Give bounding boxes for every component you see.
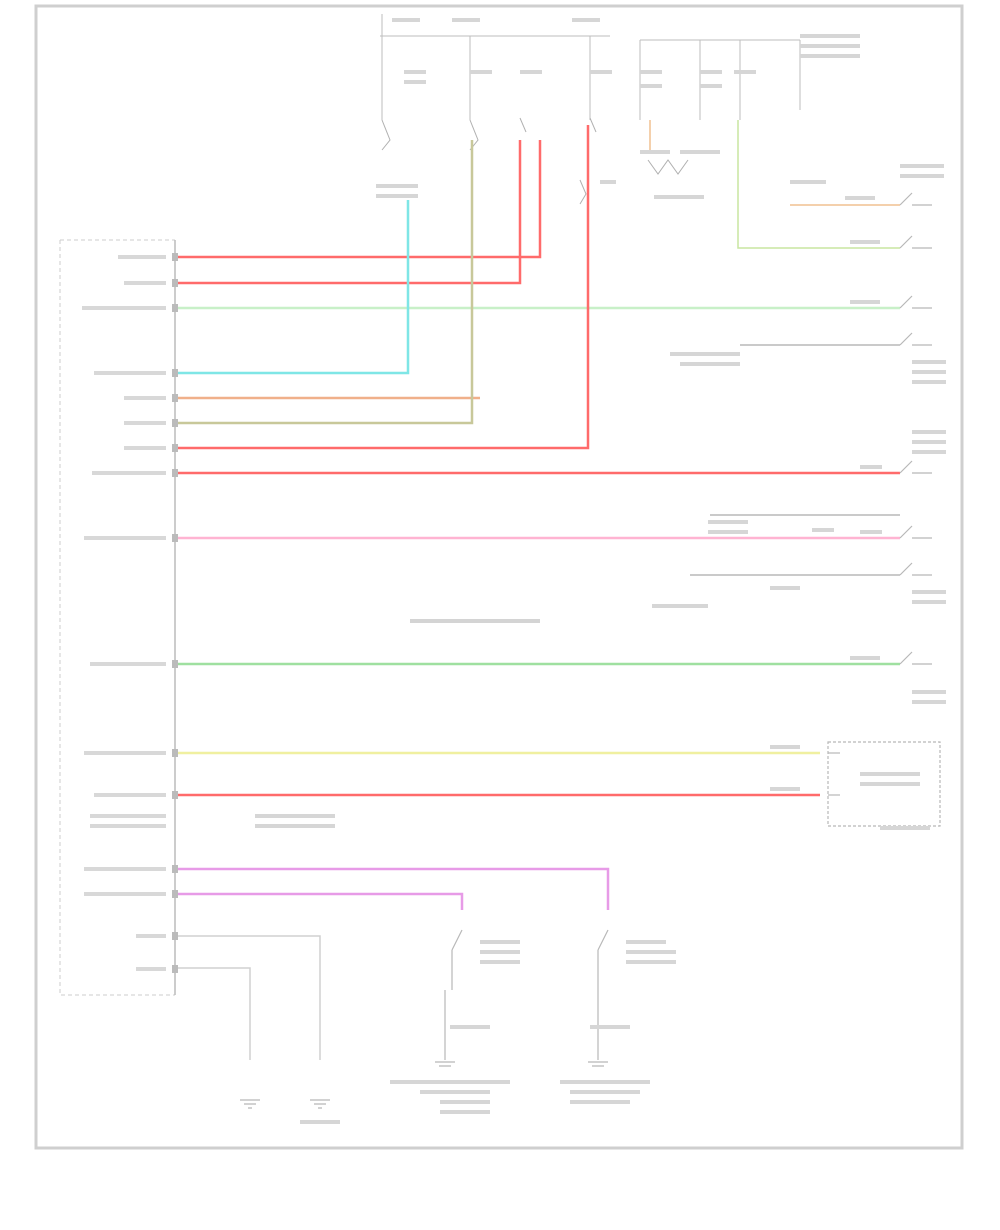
top-fuse-block xyxy=(380,14,801,120)
switch-icon xyxy=(899,562,932,576)
ground-icon xyxy=(435,1061,455,1067)
fuse-icon xyxy=(579,179,587,205)
right-component-labels xyxy=(652,164,946,830)
fuse-icon xyxy=(519,117,527,133)
fuse-icon xyxy=(589,117,597,133)
top-fuse-labels xyxy=(376,18,860,199)
left-pins xyxy=(172,253,178,973)
switch-icon xyxy=(899,651,932,665)
switch-icon xyxy=(597,929,609,990)
switch-icon xyxy=(899,235,932,249)
switch-icon xyxy=(899,192,932,206)
fuse-icon xyxy=(381,119,391,151)
lower-labels xyxy=(255,814,676,1124)
switch-icon xyxy=(899,295,932,309)
left-pin-labels xyxy=(82,255,166,971)
wire-cyan xyxy=(178,200,410,375)
switch-icon xyxy=(451,929,463,990)
ground-icon xyxy=(588,1061,608,1067)
wire-violet-1 xyxy=(178,867,610,910)
switch-icon xyxy=(899,460,932,474)
relay-coil-icon xyxy=(647,159,689,175)
ground-icon xyxy=(240,1099,260,1109)
outer-frame xyxy=(34,4,964,1150)
wire-red-3 xyxy=(178,125,590,450)
wires xyxy=(178,125,900,910)
wire-red-2 xyxy=(178,140,522,285)
wire-olive xyxy=(178,140,474,425)
right-components xyxy=(827,192,941,827)
switch-icon xyxy=(899,332,932,346)
switch-icon xyxy=(899,525,932,539)
ground-icon xyxy=(310,1099,330,1109)
wire-red-1 xyxy=(178,140,542,259)
fuse-icons xyxy=(381,117,689,205)
wire-violet-2 xyxy=(178,892,464,910)
center-note-blur xyxy=(410,619,540,623)
aux-wires xyxy=(178,120,900,1060)
left-control-module xyxy=(59,239,176,996)
